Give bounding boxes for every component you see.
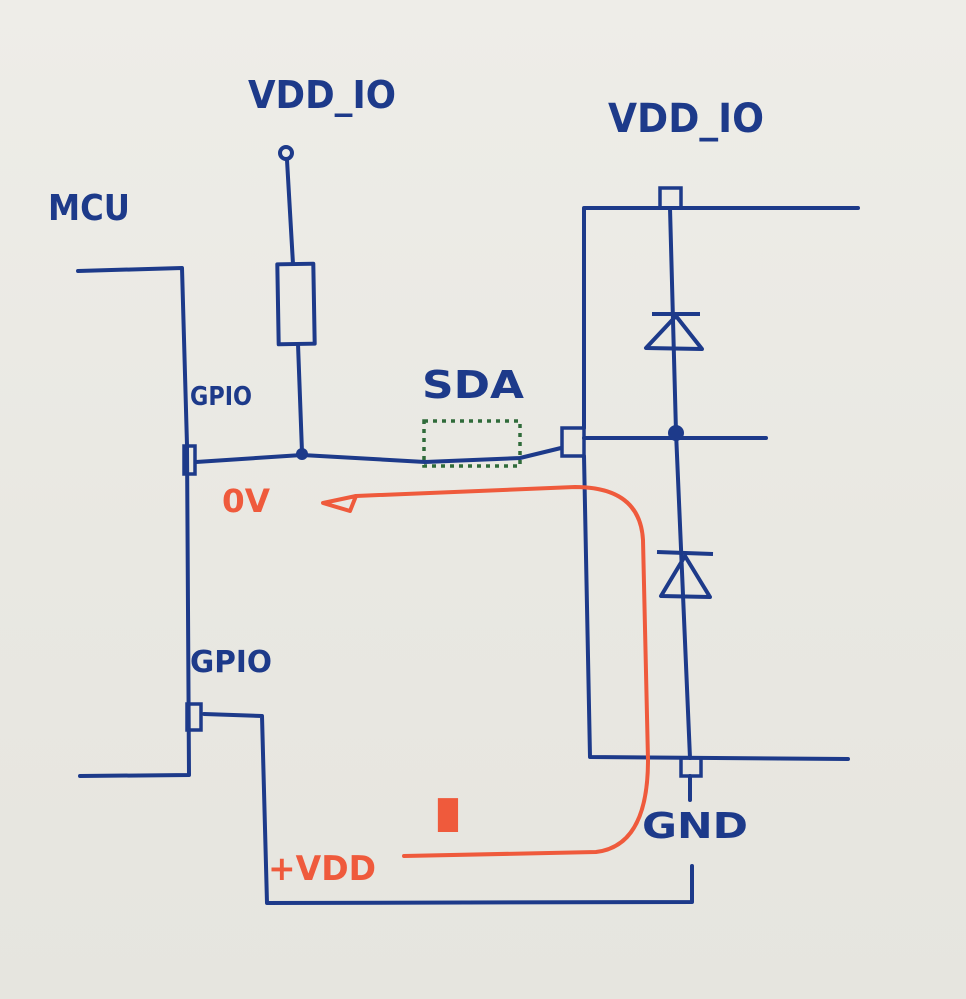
gnd-return-wire	[202, 712, 694, 905]
plus-vdd-label: +VDD	[268, 849, 376, 889]
current-label: I	[428, 789, 468, 843]
chip-outline	[582, 206, 860, 761]
pullup-junction-dot	[296, 448, 308, 460]
sda-label: SDA	[422, 363, 525, 407]
gnd-chip-pin	[679, 756, 703, 778]
vdd-io-right-label: VDD_IO	[608, 96, 764, 142]
sda-probe-box	[422, 419, 522, 468]
vdd-terminal-circle	[278, 145, 294, 161]
mcu-label: MCU	[48, 188, 130, 229]
gnd-label: GND	[642, 806, 748, 847]
vdd-io-left-label: VDD_IO	[248, 73, 396, 117]
gpio-top-label: GPIO	[190, 382, 252, 412]
current-path	[354, 485, 650, 858]
gpio-bottom-label: GPIO	[190, 645, 272, 680]
vdd-chip-pin	[658, 186, 683, 210]
vdd-to-resistor-wire	[285, 158, 295, 266]
lower-protection-diode	[656, 550, 714, 599]
upper-protection-diode	[644, 312, 704, 351]
resistor-to-node-wire	[296, 342, 304, 454]
internal-sda-junction-dot	[668, 425, 684, 441]
sda-line	[194, 446, 563, 464]
zero-volt-label: 0V	[222, 482, 270, 520]
current-arrowhead-icon	[321, 494, 358, 513]
mcu-outline	[76, 266, 191, 778]
gpio-top-pin	[182, 444, 197, 476]
pullup-resistor	[275, 261, 317, 347]
sda-chip-pin	[560, 426, 586, 458]
gpio-bottom-pin	[185, 702, 203, 732]
